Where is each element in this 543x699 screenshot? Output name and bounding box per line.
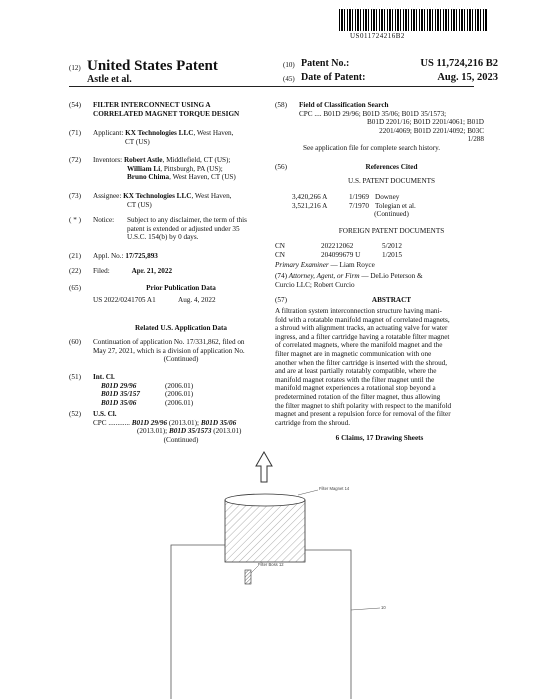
code-45: (45)	[283, 75, 295, 83]
title-line-1: FILTER INTERCONNECT USING A	[93, 101, 211, 109]
patent-authors: Astle et al.	[87, 74, 132, 85]
related-heading: Related U.S. Application Data	[134, 324, 228, 332]
us-docs-heading: U.S. PATENT DOCUMENTS	[347, 177, 436, 185]
up-arrow-icon	[255, 450, 273, 483]
label-ref-10: 10	[381, 605, 386, 610]
code-10: (10)	[283, 61, 295, 69]
barcode	[339, 9, 487, 31]
code-12: (12)	[69, 64, 81, 72]
foreign-docs-heading: FOREIGN PATENT DOCUMENTS	[338, 227, 445, 235]
date-label: Date of Patent:	[301, 72, 366, 83]
patent-title: United States Patent	[87, 58, 218, 74]
abstract-text: A filtration system interconnection stru…	[275, 307, 452, 427]
title-line-2: CORRELATED MAGNET TORQUE DESIGN	[93, 109, 240, 118]
header-right: (10) Patent No.: US 11,724,216 B2 (45) D…	[283, 58, 498, 86]
patent-drawing: Filter Magnet 14 Filter Boss 12 10	[170, 450, 386, 699]
header-rule	[69, 86, 474, 87]
filter-housing	[170, 544, 352, 699]
filed-date: Apr. 21, 2022	[131, 267, 173, 275]
appl-no: 17/725,893	[125, 252, 158, 260]
patent-no: US 11,724,216 B2	[420, 58, 498, 69]
field-74: (74) Attorney, Agent, or Firm — DeLio Pe…	[275, 272, 423, 289]
filter-magnet	[224, 493, 306, 563]
label-filter-magnet: Filter Magnet 14	[319, 486, 350, 491]
right-column: (58) Field of Classification Search CPC …	[275, 101, 484, 442]
label-filter-boss: Filter Boss 12	[258, 562, 284, 567]
filter-boss	[244, 569, 252, 585]
left-column: (54) FILTER INTERCONNECT USING A CORRELA…	[69, 101, 269, 444]
patent-no-label: Patent No.:	[301, 58, 350, 69]
barcode-text: US011724216B2	[350, 32, 405, 40]
patent-date: Aug. 15, 2023	[437, 72, 498, 83]
abstract-heading: ABSTRACT	[371, 296, 412, 304]
primary-examiner: Primary Examiner — Liam Royce	[275, 261, 375, 269]
applicant-name: KX Technologies LLC	[125, 129, 194, 137]
assignee-name: KX Technologies LLC	[123, 192, 192, 200]
claims-count: 6 Claims, 17 Drawing Sheets	[335, 434, 424, 442]
